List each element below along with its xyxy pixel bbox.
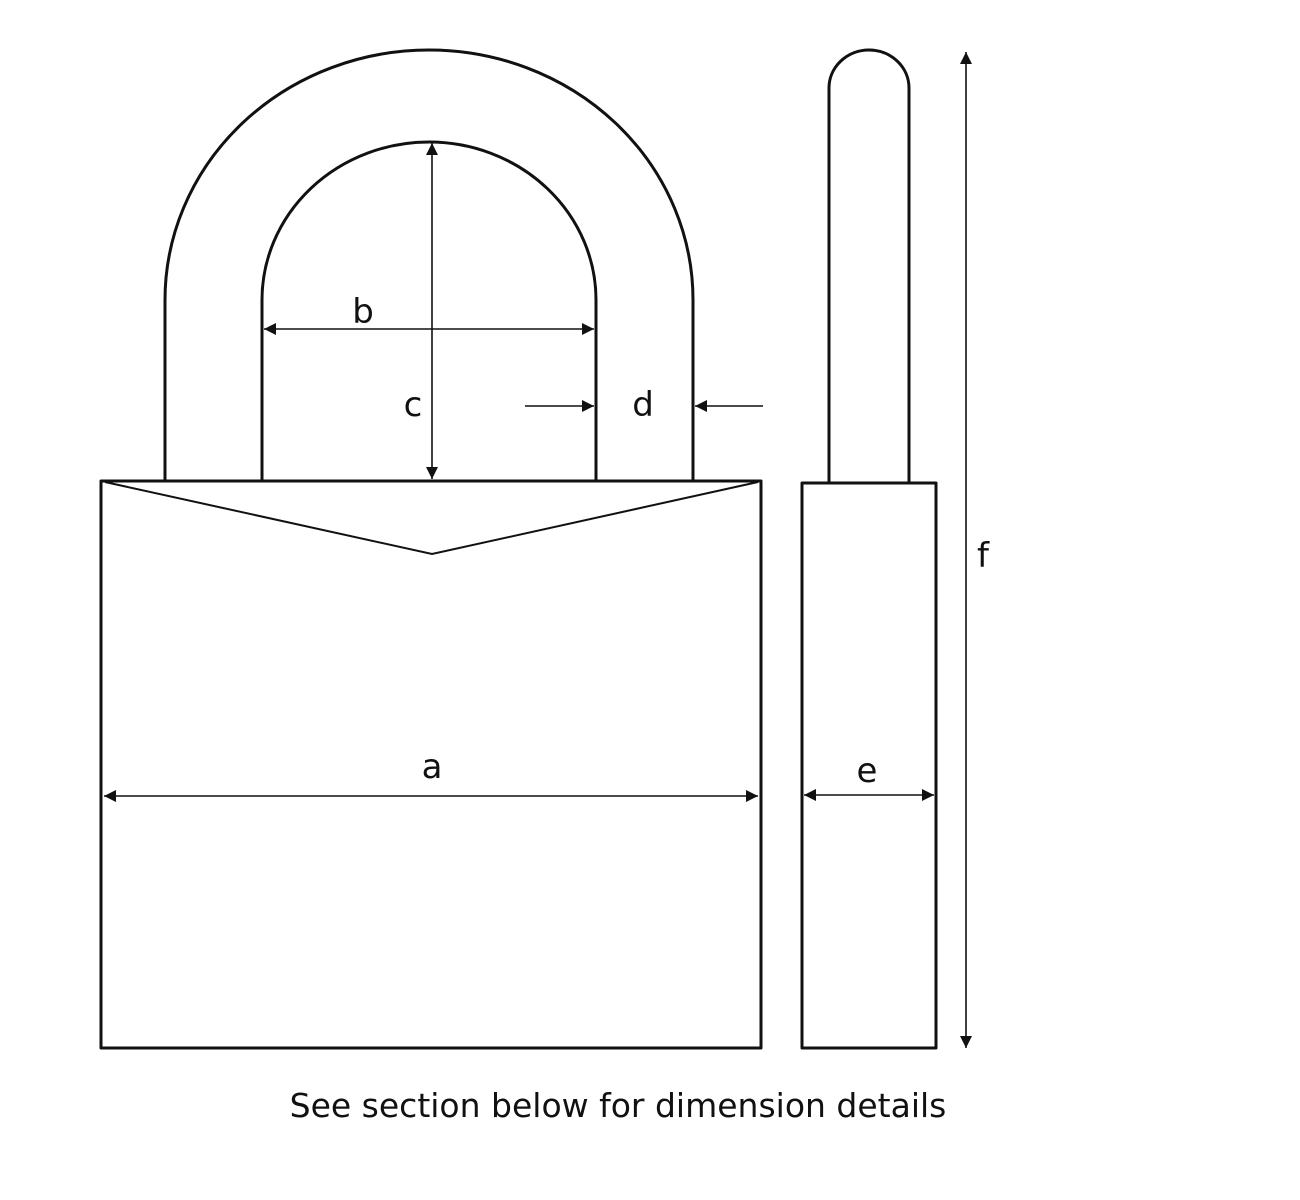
label-f: f (977, 536, 990, 576)
dimension-lines (104, 52, 972, 1048)
label-b: b (352, 292, 374, 332)
side-body (800, 481, 938, 1050)
dimension-labels: a b c d e f (352, 292, 990, 791)
front-shackle (163, 48, 695, 481)
label-e: e (857, 751, 878, 791)
label-a: a (422, 747, 443, 787)
side-view (800, 48, 938, 1050)
front-view (99, 48, 763, 1050)
diagram-caption: See section below for dimension details (289, 1086, 947, 1125)
side-shackle (827, 48, 911, 482)
front-body (99, 479, 763, 1050)
label-d: d (632, 385, 654, 425)
body-chevron (104, 481, 759, 556)
label-c: c (404, 385, 423, 425)
